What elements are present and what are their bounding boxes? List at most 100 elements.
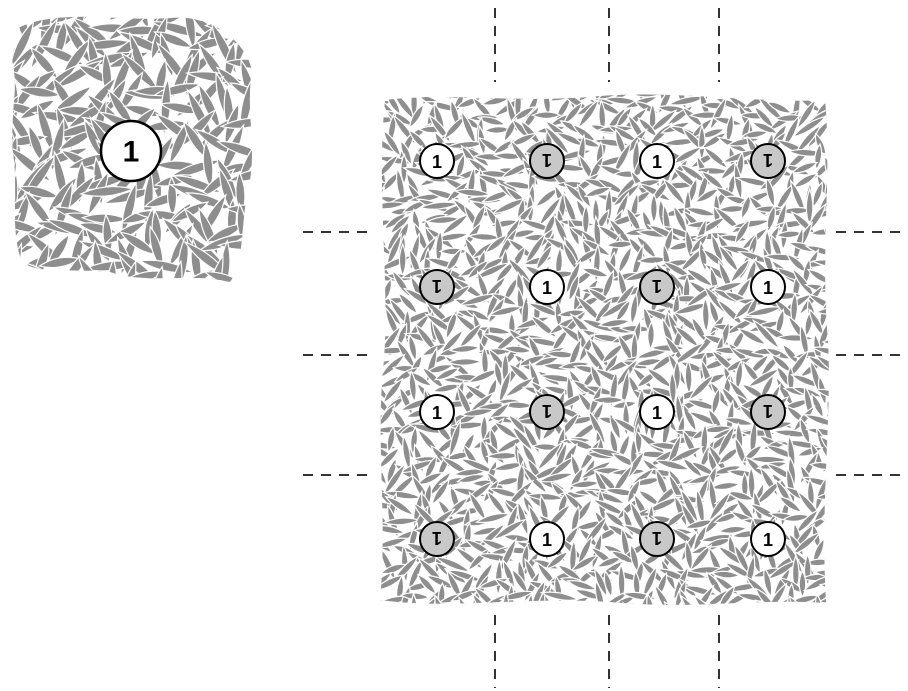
leaf: [826, 311, 846, 339]
tile-badge-label: 1: [542, 150, 552, 170]
tile-badge: 1: [530, 270, 564, 304]
leaf: [822, 87, 852, 120]
tile-badge: 1: [530, 522, 564, 556]
leaf: [438, 611, 473, 623]
tile-badge: 1: [640, 270, 674, 304]
leaf: [0, 4, 19, 42]
leaf: [233, 266, 268, 298]
tile-badge: 1: [420, 395, 454, 429]
leaf: [800, 89, 834, 98]
tile-badge-label: 1: [763, 150, 773, 170]
leaf: [827, 452, 842, 480]
leaf: [781, 83, 808, 94]
leaf: [43, 271, 98, 294]
leaf: [566, 606, 598, 613]
leaf: [365, 286, 389, 321]
leaf: [827, 461, 838, 493]
leaf: [558, 604, 590, 625]
leaf: [369, 562, 378, 591]
leaf: [755, 86, 788, 95]
leaf: [831, 180, 843, 213]
leaf: [368, 599, 396, 617]
leaf: [372, 306, 387, 343]
leaf: [822, 516, 852, 524]
leaf: [604, 600, 622, 630]
leaf: [822, 267, 852, 282]
single-tile-group: 1: [0, 0, 277, 310]
tile-badge-label: 1: [542, 401, 552, 421]
tile-badge-label: 1: [763, 401, 773, 421]
tile-badge: 1: [420, 270, 454, 304]
leaf: [363, 467, 385, 492]
leaf: [0, 261, 19, 306]
leaf: [737, 603, 771, 613]
single-tile-badge: 1: [101, 121, 161, 181]
tile-badge-label: 1: [432, 403, 442, 423]
leaf: [367, 194, 381, 230]
leaf: [806, 426, 842, 438]
leaf: [830, 141, 839, 170]
leaf: [10, 264, 37, 310]
leaf: [391, 603, 419, 621]
tile-badge-label: 1: [763, 278, 773, 298]
tile-badge: 1: [751, 522, 785, 556]
leaf: [825, 532, 833, 566]
leaf: [822, 549, 851, 562]
leaf: [582, 604, 611, 622]
leaf: [464, 85, 492, 97]
leaf: [827, 417, 848, 448]
leaf: [369, 547, 384, 579]
leaf: [456, 596, 475, 625]
leaf: [828, 130, 845, 157]
leaf: [38, 275, 89, 288]
leaf: [1, 195, 16, 238]
leaf: [361, 519, 386, 547]
leaf: [828, 599, 843, 634]
leaf: [370, 142, 382, 175]
tile-badge-label: 1: [432, 276, 442, 296]
tile-badge-label: 1: [652, 528, 662, 548]
leaf: [826, 236, 846, 267]
leaf: [369, 478, 379, 512]
leaf: [656, 602, 676, 629]
tile-badge: 1: [420, 522, 454, 556]
leaf: [363, 86, 400, 96]
leaf: [452, 88, 484, 95]
leaf: [545, 603, 581, 612]
tile-badge-label: 1: [432, 152, 442, 172]
tile-badge: 1: [640, 144, 674, 178]
leaf: [823, 288, 845, 312]
leaf: [531, 87, 561, 99]
leaf: [702, 82, 738, 98]
tile-badge: 1: [640, 522, 674, 556]
tile-badge: 1: [420, 144, 454, 178]
leaf: [236, 0, 253, 35]
leaf: [440, 248, 468, 255]
tile-badge-label: 1: [652, 152, 662, 172]
tile-badge: 1: [751, 144, 785, 178]
tile-badge-label: 1: [432, 528, 442, 548]
leaf: [521, 78, 546, 102]
tile-badge: 1: [530, 395, 564, 429]
tile-badge: 1: [751, 395, 785, 429]
leaf: [716, 83, 746, 98]
leaf: [379, 600, 408, 621]
tile-badge-label: 1: [652, 403, 662, 423]
tile-badge: 1: [751, 270, 785, 304]
leaf: [822, 226, 846, 251]
leaf: [826, 358, 844, 394]
leaf: [510, 601, 529, 627]
tile-badge-label: 1: [652, 276, 662, 296]
leaf: [362, 362, 384, 396]
leaf: [219, 0, 244, 30]
leaf: [824, 495, 849, 522]
leaf: [829, 82, 845, 108]
leaf: [799, 571, 806, 597]
leaf: [824, 515, 842, 551]
leaf: [730, 82, 763, 97]
tile-badge: 1: [530, 144, 564, 178]
leaf: [620, 602, 636, 631]
tile-badge: 1: [640, 395, 674, 429]
leaf: [372, 293, 384, 327]
